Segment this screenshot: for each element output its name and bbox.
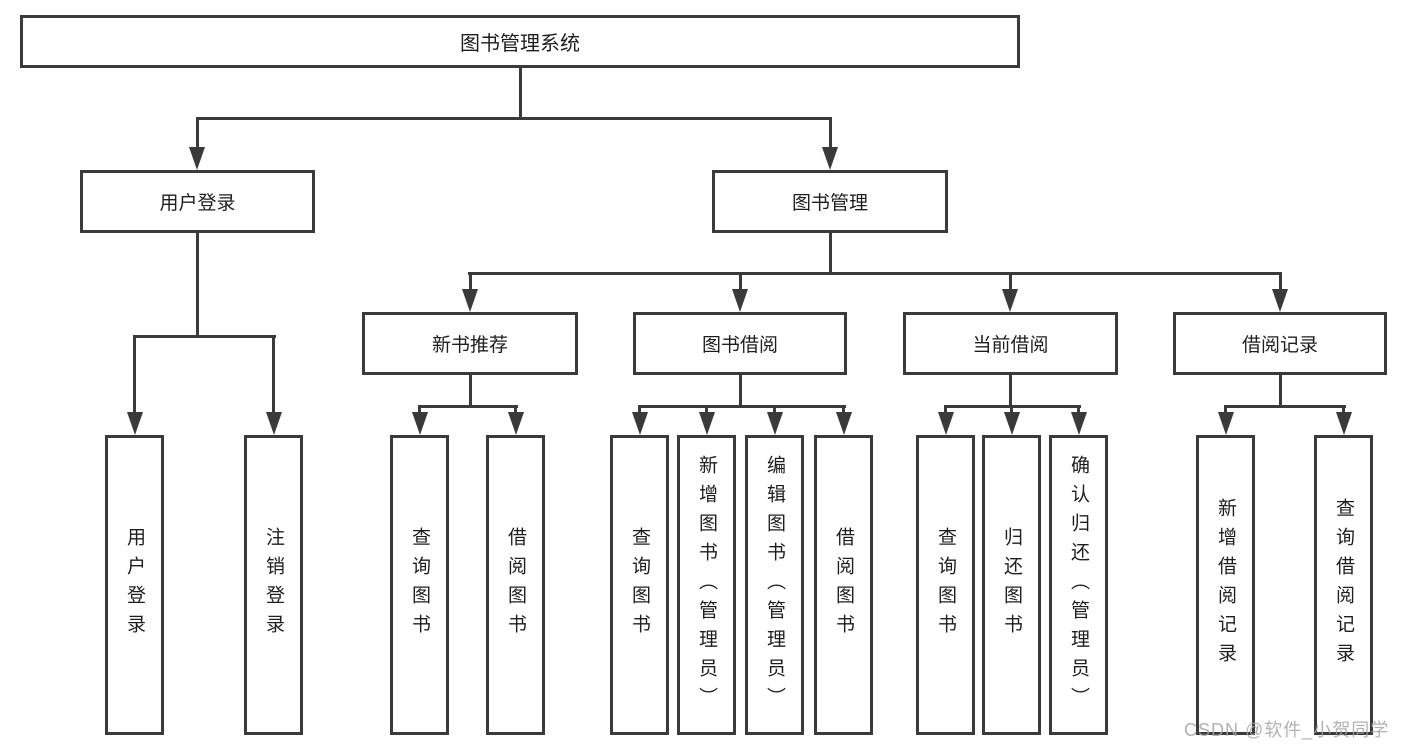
node-label: 归还图书	[1001, 527, 1022, 643]
node-label: 借阅图书	[505, 527, 526, 643]
node-label: 查询图书	[935, 527, 956, 643]
watermark: CSDN @软件_小贺同学	[1184, 720, 1390, 740]
node-label: 用户登录	[124, 527, 145, 643]
arrowhead-down-icon	[411, 412, 428, 435]
connector-vline	[1224, 405, 1227, 414]
node-label: 借阅记录	[1241, 335, 1318, 356]
arrowhead-down-icon	[507, 412, 524, 435]
node-leaf-query-books-2: 查询图书	[610, 435, 669, 735]
connector-vline	[828, 117, 832, 148]
arrowhead-down-icon	[732, 289, 748, 312]
connector-hline	[638, 405, 846, 408]
node-label: 新增图书（管理员）	[696, 454, 717, 716]
arrowhead-down-icon	[1003, 412, 1020, 435]
connector-hline	[197, 117, 831, 120]
node-label: 查询图书	[629, 527, 650, 643]
connector-vline	[638, 405, 641, 414]
node-book-mgmt: 图书管理	[712, 170, 948, 233]
node-current-borrow: 当前借阅	[903, 312, 1118, 375]
node-leaf-edit-books: 编辑图书（管理员）	[745, 435, 804, 735]
arrowhead-down-icon	[126, 412, 143, 435]
node-label: 用户登录	[159, 193, 236, 214]
arrowhead-down-icon	[698, 412, 715, 435]
connector-vline	[1008, 375, 1012, 408]
connector-vline	[195, 117, 199, 148]
node-label: 注销登录	[263, 527, 284, 643]
node-label: 编辑图书（管理员）	[764, 454, 785, 716]
node-leaf-borrow-books-1: 借阅图书	[486, 435, 545, 735]
node-label: 查询借阅记录	[1333, 498, 1354, 672]
connector-vline	[468, 272, 472, 291]
arrowhead-down-icon	[631, 412, 648, 435]
connector-vline	[518, 68, 522, 120]
connector-hline	[418, 405, 518, 408]
node-leaf-confirm-return: 确认归还（管理员）	[1049, 435, 1108, 735]
connector-hline	[468, 272, 1282, 275]
connector-hline	[1224, 405, 1346, 408]
connector-vline	[828, 233, 832, 275]
node-book-borrow: 图书借阅	[633, 312, 847, 375]
node-leaf-borrow-books-2: 借阅图书	[814, 435, 873, 735]
arrowhead-down-icon	[1272, 289, 1288, 312]
node-label: 新增借阅记录	[1215, 498, 1236, 672]
connector-vline	[133, 335, 136, 413]
connector-vline	[1342, 405, 1345, 414]
arrowhead-down-icon	[189, 147, 205, 170]
arrowhead-down-icon	[1335, 412, 1352, 435]
connector-vline	[1278, 272, 1282, 291]
node-leaf-logout: 注销登录	[244, 435, 303, 735]
node-new-books: 新书推荐	[362, 312, 578, 375]
connector-hline	[944, 405, 1081, 408]
node-label: 新书推荐	[431, 335, 508, 356]
node-leaf-query-books-1: 查询图书	[390, 435, 449, 735]
connector-vline	[738, 375, 742, 408]
node-label: 查询图书	[409, 527, 430, 643]
connector-vline	[773, 405, 776, 414]
connector-vline	[705, 405, 708, 414]
node-root: 图书管理系统	[20, 15, 1020, 68]
connector-vline	[272, 335, 275, 413]
arrowhead-down-icon	[766, 412, 783, 435]
arrowhead-down-icon	[1070, 412, 1087, 435]
node-leaf-query-books-3: 查询图书	[916, 435, 975, 735]
connector-vline	[944, 405, 947, 414]
connector-vline	[468, 375, 472, 408]
node-leaf-add-record: 新增借阅记录	[1196, 435, 1255, 735]
arrowhead-down-icon	[937, 412, 954, 435]
connector-vline	[195, 233, 199, 338]
connector-vline	[1010, 405, 1013, 414]
connector-vline	[514, 405, 517, 414]
node-user-login: 用户登录	[80, 170, 315, 233]
node-label: 图书管理系统	[460, 33, 580, 55]
connector-vline	[1278, 375, 1282, 408]
node-label: 当前借阅	[972, 335, 1049, 356]
connector-vline	[1008, 272, 1012, 291]
connector-vline	[842, 405, 845, 414]
connector-vline	[1077, 405, 1080, 414]
node-leaf-user-login: 用户登录	[105, 435, 164, 735]
arrowhead-down-icon	[462, 289, 478, 312]
connector-vline	[738, 272, 742, 291]
arrowhead-down-icon	[1002, 289, 1018, 312]
node-leaf-query-record: 查询借阅记录	[1314, 435, 1373, 735]
node-label: 图书管理	[791, 193, 868, 214]
node-label: 图书借阅	[701, 335, 778, 356]
node-borrow-records: 借阅记录	[1173, 312, 1387, 375]
arrowhead-down-icon	[835, 412, 852, 435]
connector-vline	[418, 405, 421, 414]
node-label: 借阅图书	[833, 527, 854, 643]
arrowhead-down-icon	[265, 412, 282, 435]
node-label: 确认归还（管理员）	[1068, 454, 1089, 716]
node-leaf-add-books: 新增图书（管理员）	[677, 435, 736, 735]
node-leaf-return-books: 归还图书	[982, 435, 1041, 735]
arrowhead-down-icon	[1217, 412, 1234, 435]
arrowhead-down-icon	[822, 147, 838, 170]
connector-hline	[133, 335, 276, 338]
